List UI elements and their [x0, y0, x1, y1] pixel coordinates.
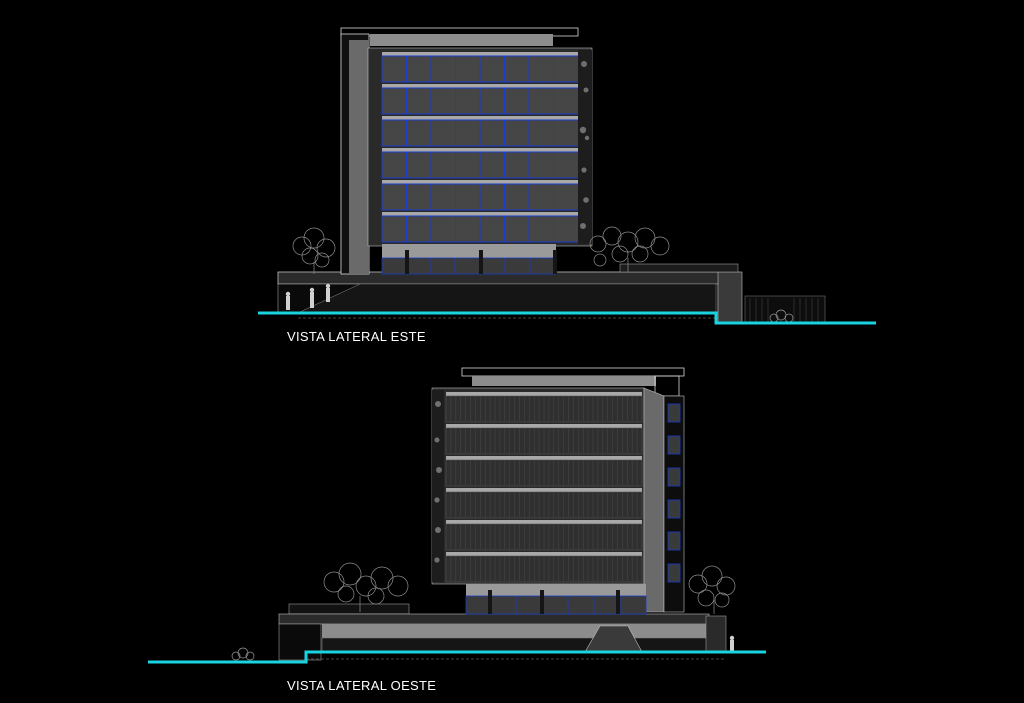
core-window	[667, 563, 681, 583]
core-window	[667, 531, 681, 551]
floor-slab	[446, 520, 642, 524]
caption-east-elevation: VISTA LATERAL ESTE	[287, 329, 426, 344]
tree-left	[323, 562, 409, 612]
east-ground-line	[258, 311, 876, 325]
tree-right	[688, 565, 736, 614]
east-fence	[749, 298, 819, 322]
west-trees	[323, 562, 736, 614]
west-podium	[278, 603, 727, 661]
core-window	[667, 435, 681, 455]
floor-slab	[382, 52, 578, 56]
floor-slab	[382, 212, 578, 216]
floor-slab	[446, 552, 642, 556]
floor-slab	[382, 180, 578, 184]
east-podium	[277, 263, 826, 323]
east-people	[285, 283, 331, 310]
east-green-wall	[579, 61, 590, 229]
floor-slab	[446, 424, 642, 428]
floor-slab	[446, 488, 642, 492]
west-green-wall	[434, 401, 442, 563]
core-window	[667, 403, 681, 423]
west-elevation	[148, 367, 766, 664]
east-tower	[340, 27, 593, 275]
floor-slab	[446, 456, 642, 460]
tree-right	[589, 226, 670, 272]
floor-slab	[382, 148, 578, 152]
core-window	[667, 499, 681, 519]
west-core-windows	[667, 403, 681, 583]
west-shrubs	[231, 647, 255, 661]
core-window	[667, 467, 681, 487]
floor-slab	[382, 116, 578, 120]
east-elevation	[258, 27, 876, 325]
tree-left	[292, 227, 336, 274]
caption-west-elevation: VISTA LATERAL OESTE	[287, 678, 437, 693]
west-people	[729, 635, 735, 652]
east-floors	[381, 52, 579, 243]
west-ground-line	[148, 650, 766, 664]
floor-slab	[446, 392, 642, 396]
floor-slab	[382, 84, 578, 88]
east-trees	[292, 226, 670, 274]
west-floors	[445, 392, 643, 583]
west-tower	[431, 367, 685, 615]
